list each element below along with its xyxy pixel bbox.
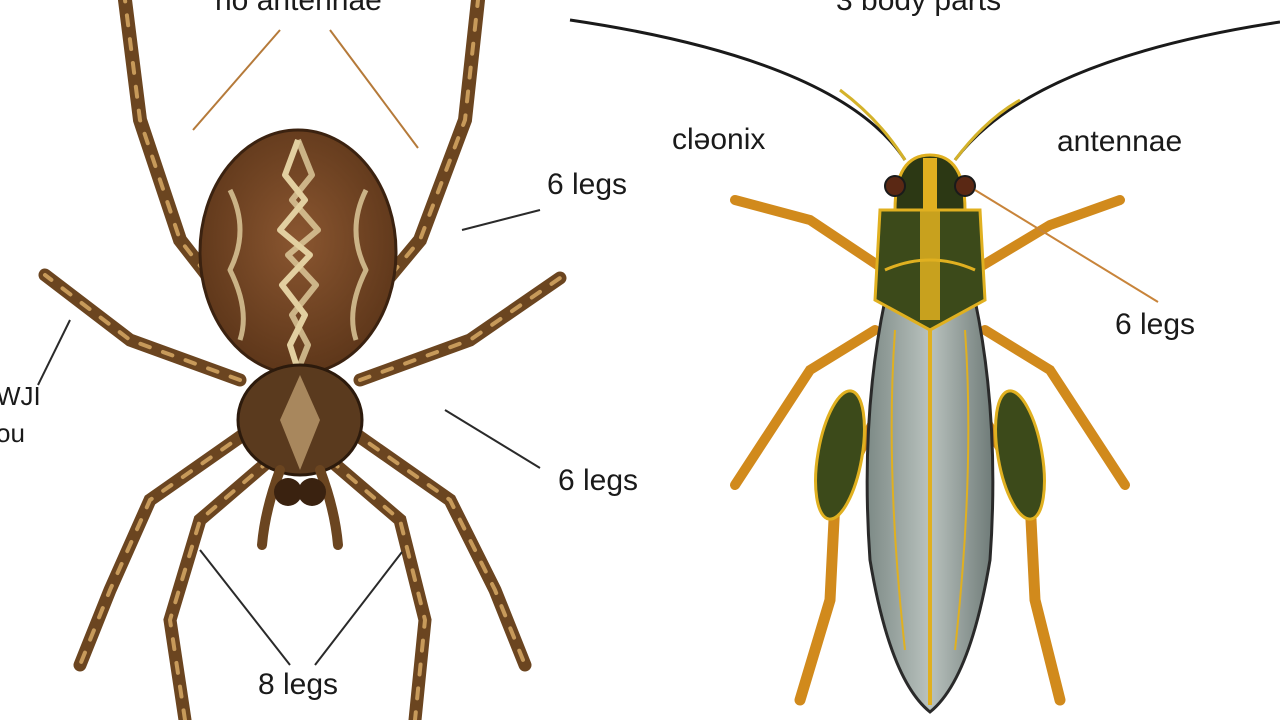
spider-leader-lines xyxy=(37,29,541,666)
label-eight-legs: 8 legs xyxy=(258,668,339,701)
grasshopper xyxy=(569,18,1280,714)
label-body-parts: 3 body parts xyxy=(836,0,1002,17)
spider-abdomen-pattern xyxy=(227,138,369,372)
label-six-legs-upper: 6 legs xyxy=(547,168,628,201)
label-left-fragment-1: WJI xyxy=(0,381,41,411)
label-antennae: antennae xyxy=(1057,125,1183,158)
spider-legs xyxy=(38,0,567,720)
label-six-legs-lower: 6 legs xyxy=(558,464,639,497)
label-six-legs-insect: 6 legs xyxy=(1115,308,1196,341)
label-thorax: cləonix xyxy=(672,123,766,156)
spider xyxy=(38,0,567,720)
spider-abdomen xyxy=(198,128,398,376)
label-no-antennae: no antennae xyxy=(215,0,382,17)
insect-leader-lines xyxy=(974,189,1159,303)
label-left-fragment-2: ou xyxy=(0,418,25,448)
